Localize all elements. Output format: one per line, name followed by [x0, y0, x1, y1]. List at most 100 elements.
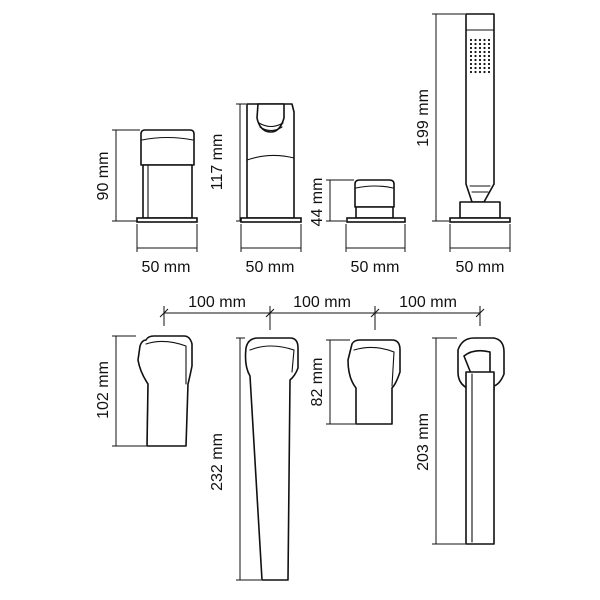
spray-hole: [487, 38, 491, 42]
dim-height-199-lines: [432, 13, 465, 222]
spray-hole: [469, 62, 473, 66]
label-spacing-3: 100 mm: [399, 294, 457, 311]
spray-hole: [483, 66, 486, 70]
spray-hole: [469, 66, 473, 70]
spray-hole: [483, 54, 486, 58]
spray-hole: [469, 50, 473, 54]
label-spacing-1: 100 mm: [188, 294, 246, 311]
dim-height-44-lines: [326, 179, 354, 222]
label-height-90: 90 mm: [95, 152, 112, 201]
spray-hole: [474, 62, 477, 66]
front-mixer-1: [112, 129, 198, 252]
front-diverter-handle-line: [355, 185, 394, 189]
side-diverter-body: [347, 339, 401, 425]
spray-hole: [474, 54, 477, 58]
spray-hole: [474, 46, 477, 50]
spray-hole: [478, 62, 482, 66]
spray-hole: [474, 38, 477, 42]
spray-hole: [478, 70, 482, 74]
front-diverter-base: [346, 217, 406, 223]
front-spout: [236, 103, 302, 252]
label-height-82: 82 mm: [309, 358, 326, 407]
side-hand-shower-head-cap: [463, 349, 491, 377]
front-hand-shower-body: [465, 13, 495, 203]
side-hand-shower: [432, 337, 505, 545]
label-height-102: 102 mm: [95, 361, 112, 419]
front-diverter-body: [355, 206, 394, 219]
label-height-199: 199 mm: [415, 89, 432, 147]
spray-hole: [483, 62, 486, 66]
side-diverter-contour-line: [353, 346, 395, 387]
spray-hole: [478, 46, 482, 50]
spray-hole: [483, 42, 486, 46]
spray-hole: [487, 58, 491, 62]
spray-hole: [478, 66, 482, 70]
spray-hole: [487, 50, 491, 54]
dim-height-232-lines: [236, 337, 261, 581]
spray-hole: [487, 54, 491, 58]
label-width-2: 50 mm: [246, 259, 295, 276]
side-spout: [236, 337, 299, 581]
label-width-3: 50 mm: [351, 259, 400, 276]
spray-hole: [469, 70, 473, 74]
spray-hole: [487, 42, 491, 46]
front-hand-shower-holder: [459, 201, 501, 219]
spray-hole: [478, 54, 482, 58]
front-mixer-1-body: [142, 164, 193, 219]
spray-hole: [487, 46, 491, 50]
front-spout-base: [240, 217, 302, 223]
front-hand-shower-base: [449, 217, 511, 223]
spray-hole: [469, 58, 473, 62]
spray-hole: [478, 58, 482, 62]
front-mixer-1-handle: [140, 129, 195, 166]
label-height-44: 44 mm: [309, 178, 326, 227]
spacing-dimensions: [159, 306, 485, 330]
dim-width-1-lines: [136, 224, 198, 252]
spray-hole: [483, 38, 486, 42]
spray-hole: [483, 50, 486, 54]
front-hand-shower: [432, 13, 511, 252]
dim-height-102-lines: [112, 335, 146, 447]
dim-height-203-lines: [432, 337, 465, 545]
label-height-117: 117 mm: [209, 134, 226, 191]
side-spout-body: [244, 337, 299, 581]
spacing-extension-lines: [163, 306, 481, 330]
dim-width-2-lines: [240, 224, 302, 252]
spray-hole: [483, 70, 486, 74]
dim-width-3-lines: [345, 224, 406, 252]
label-width-4: 50 mm: [456, 259, 505, 276]
side-mixer-body: [137, 335, 193, 447]
spray-hole: [474, 70, 477, 74]
dim-height-117-lines: [236, 103, 246, 222]
front-mixer-1-base: [136, 217, 198, 223]
spray-hole: [478, 50, 482, 54]
spray-hole: [478, 38, 482, 42]
spacing-ticks: [159, 308, 485, 318]
label-height-203: 203 mm: [415, 413, 432, 471]
spray-hole: [469, 42, 473, 46]
spray-hole: [474, 42, 477, 46]
front-mixer-1-handle-line: [141, 136, 194, 141]
side-mixer-contour-lines: [145, 340, 187, 447]
spray-hole: [469, 46, 473, 50]
dim-width-4-lines: [449, 224, 511, 252]
front-hand-shower-spray-holes: [469, 38, 491, 74]
front-diverter-handle: [354, 179, 395, 208]
label-width-1: 50 mm: [142, 259, 191, 276]
label-height-232: 232 mm: [209, 433, 226, 491]
spray-hole: [474, 50, 477, 54]
front-hand-shower-neck-lines: [469, 185, 491, 193]
dim-height-82-lines: [326, 339, 355, 425]
spray-hole: [478, 42, 482, 46]
spray-hole: [487, 66, 491, 70]
side-mixer: [112, 335, 193, 447]
front-diverter: [326, 179, 406, 252]
spray-hole: [487, 70, 491, 74]
front-spout-curve: [246, 154, 295, 161]
spray-hole: [474, 66, 477, 70]
spray-hole: [483, 46, 486, 50]
spray-hole: [487, 62, 491, 66]
dim-height-90-lines: [112, 129, 140, 222]
